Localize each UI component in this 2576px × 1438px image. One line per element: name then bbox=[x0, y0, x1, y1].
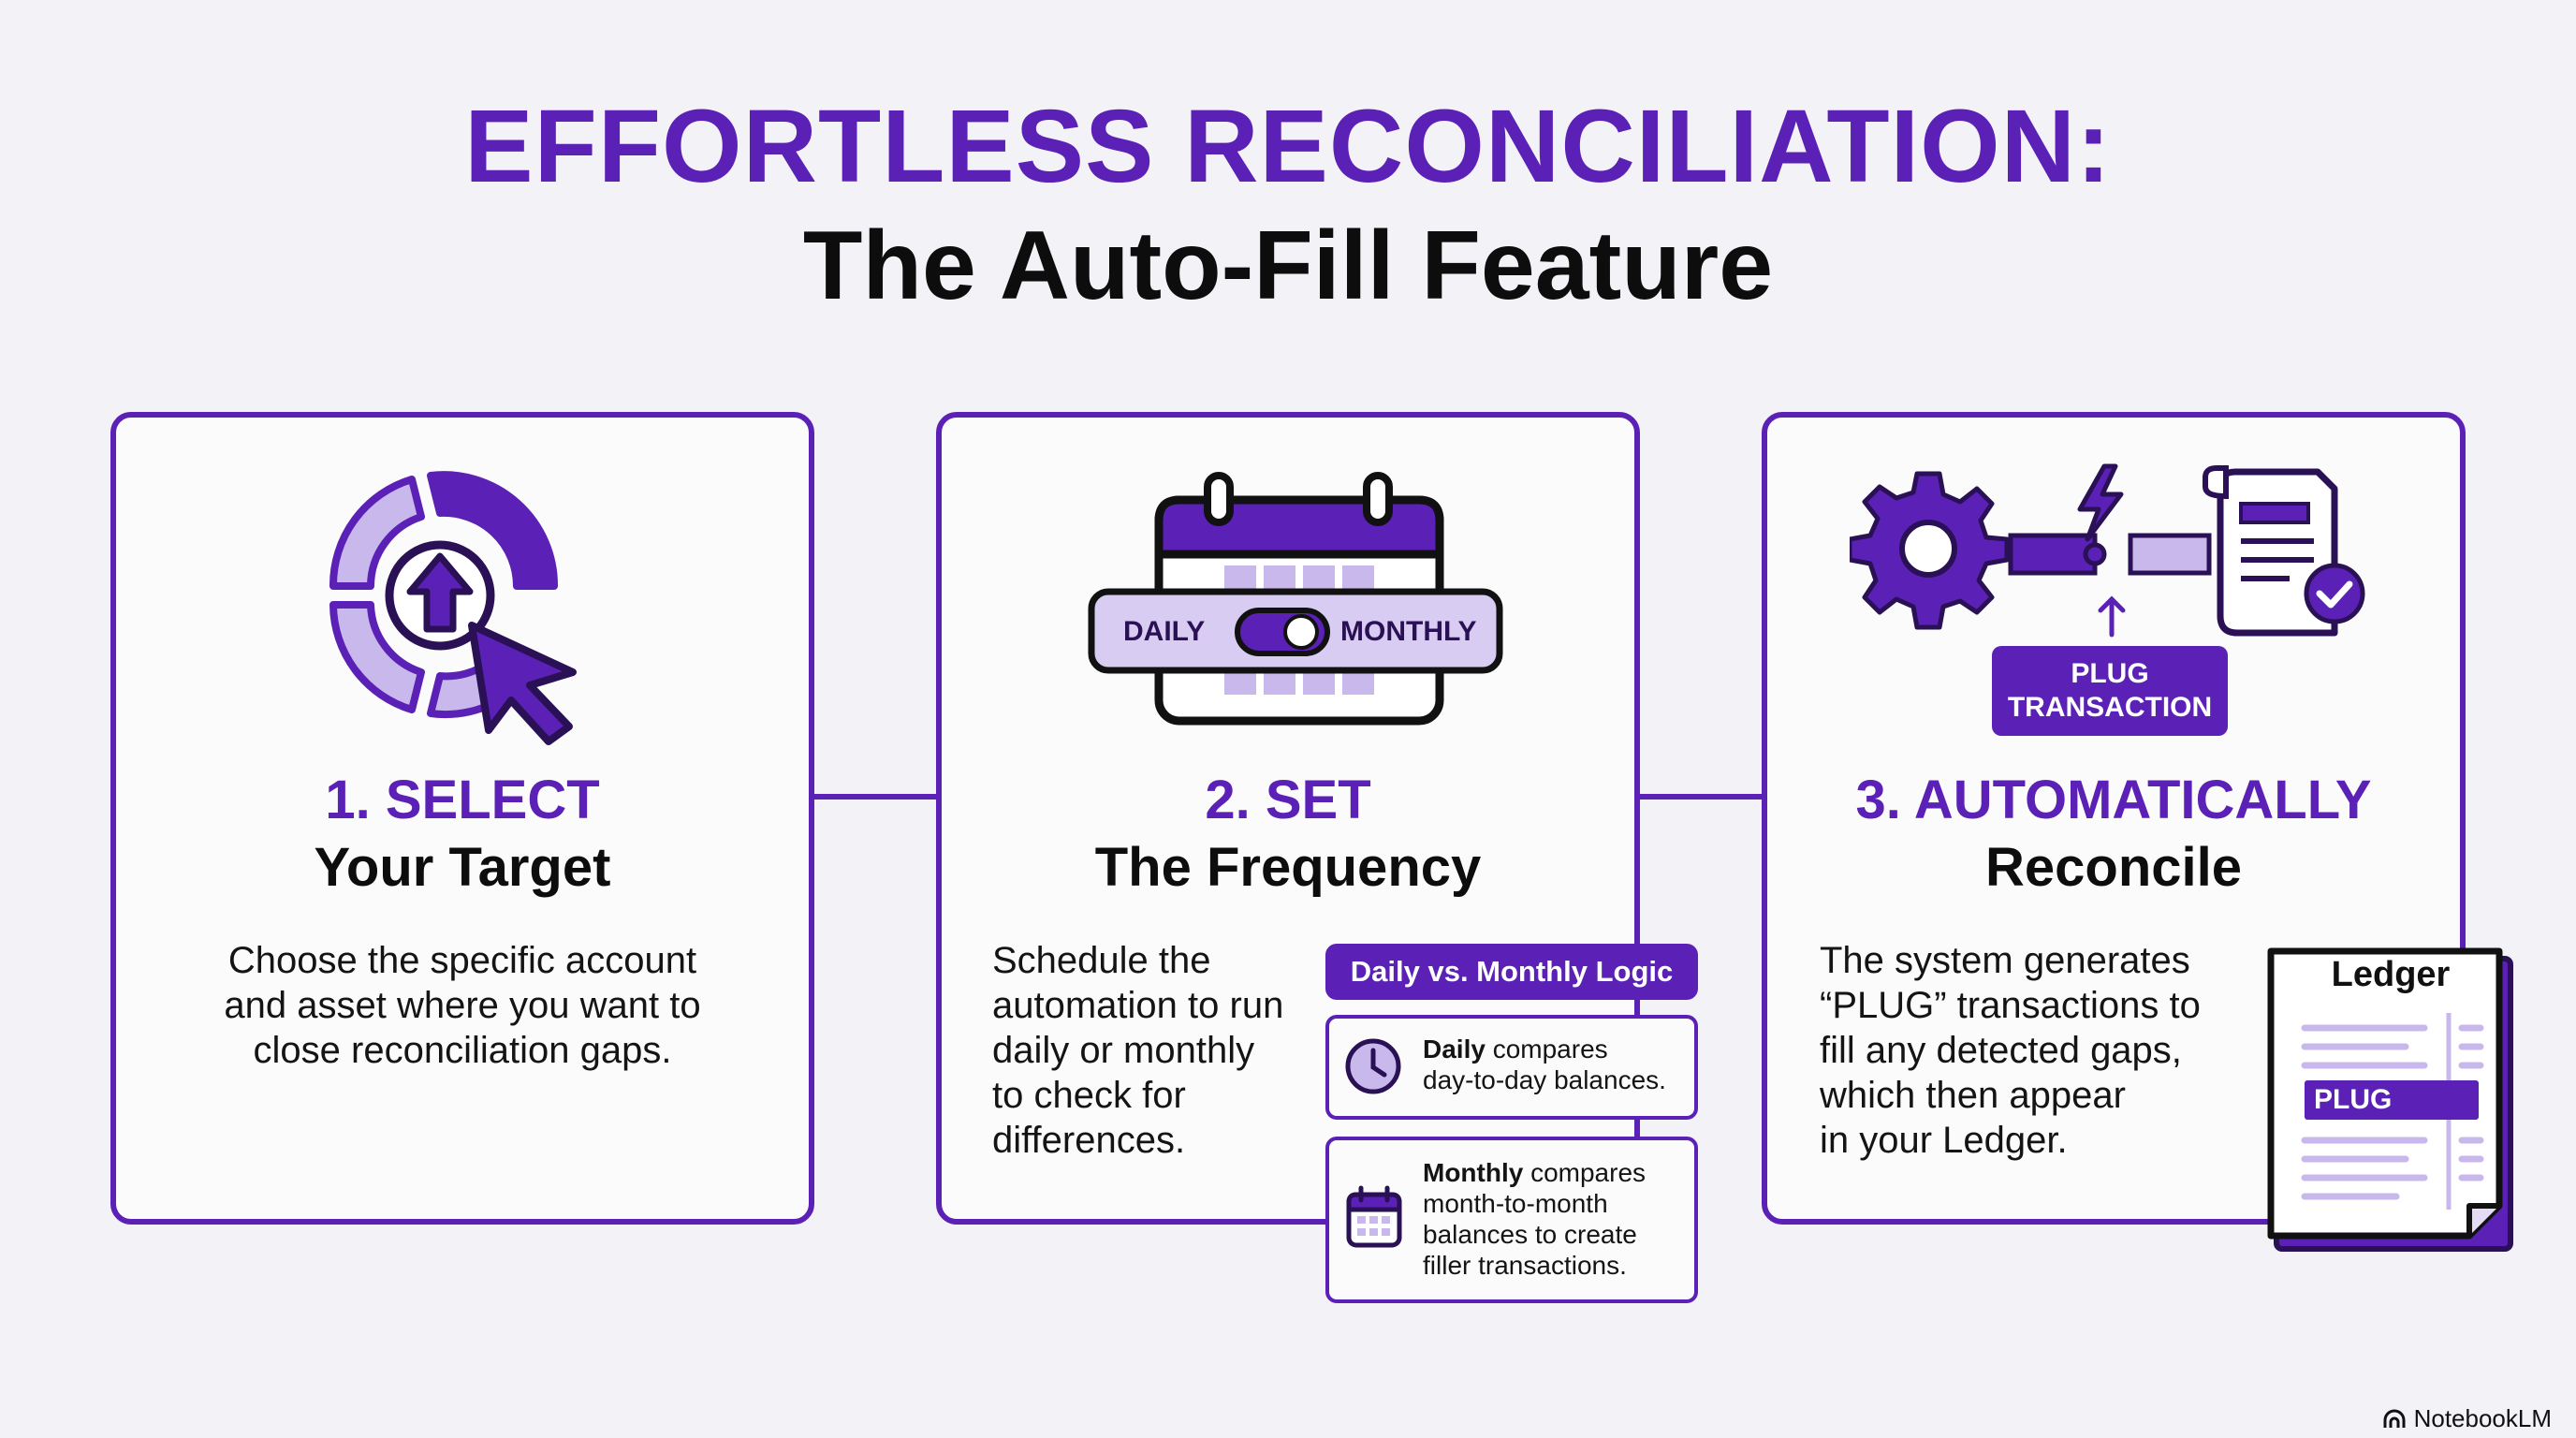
ledger-title: Ledger bbox=[2331, 955, 2451, 994]
step-2-number: 2. SET bbox=[1205, 770, 1371, 830]
clock-icon bbox=[1345, 1038, 1401, 1094]
step-3-title: Reconcile bbox=[1985, 837, 2242, 898]
plug-transaction-label: PLUG TRANSACTION bbox=[1992, 646, 2228, 736]
toggle-daily-label: DAILY bbox=[1123, 616, 1206, 647]
target-cursor-icon bbox=[329, 471, 577, 745]
connector-2-3 bbox=[1636, 794, 1765, 800]
notebooklm-logo-icon bbox=[2383, 1409, 2406, 1428]
step-2-description: Schedule the automation to run daily or … bbox=[992, 940, 1284, 1161]
logic-monthly-text: Monthly compares month-to-month balances… bbox=[1423, 1158, 1647, 1280]
page-subtitle: The Auto-Fill Feature bbox=[802, 212, 1774, 320]
page-title: EFFORTLESS RECONCILIATION: bbox=[464, 89, 2112, 204]
logic-daily-text: Daily compares day-to-day balances. bbox=[1423, 1034, 1666, 1094]
connector-1-2 bbox=[811, 794, 940, 800]
step-2-title: The Frequency bbox=[1094, 837, 1482, 898]
toggle-monthly-label: MONTHLY bbox=[1340, 616, 1477, 647]
step-1-title: Your Target bbox=[314, 837, 611, 898]
calendar-small-icon bbox=[1346, 1185, 1402, 1248]
gear-document-icon bbox=[1850, 463, 2365, 638]
step-1-number: 1. SELECT bbox=[325, 770, 600, 830]
step-1-description: Choose the specific account and asset wh… bbox=[224, 940, 701, 1071]
logic-header: Daily vs. Monthly Logic bbox=[1325, 944, 1698, 1000]
daily-monthly-toggle bbox=[1088, 588, 1503, 674]
ledger-plug-tag: PLUG bbox=[2305, 1080, 2479, 1120]
brand-mark: NotebookLM bbox=[2382, 1404, 2552, 1433]
brand-name: NotebookLM bbox=[2413, 1404, 2552, 1432]
step-3-description: The system generates “PLUG” transactions… bbox=[1820, 940, 2201, 1161]
step-3-number: 3. AUTOMATICALLY bbox=[1855, 770, 2372, 830]
